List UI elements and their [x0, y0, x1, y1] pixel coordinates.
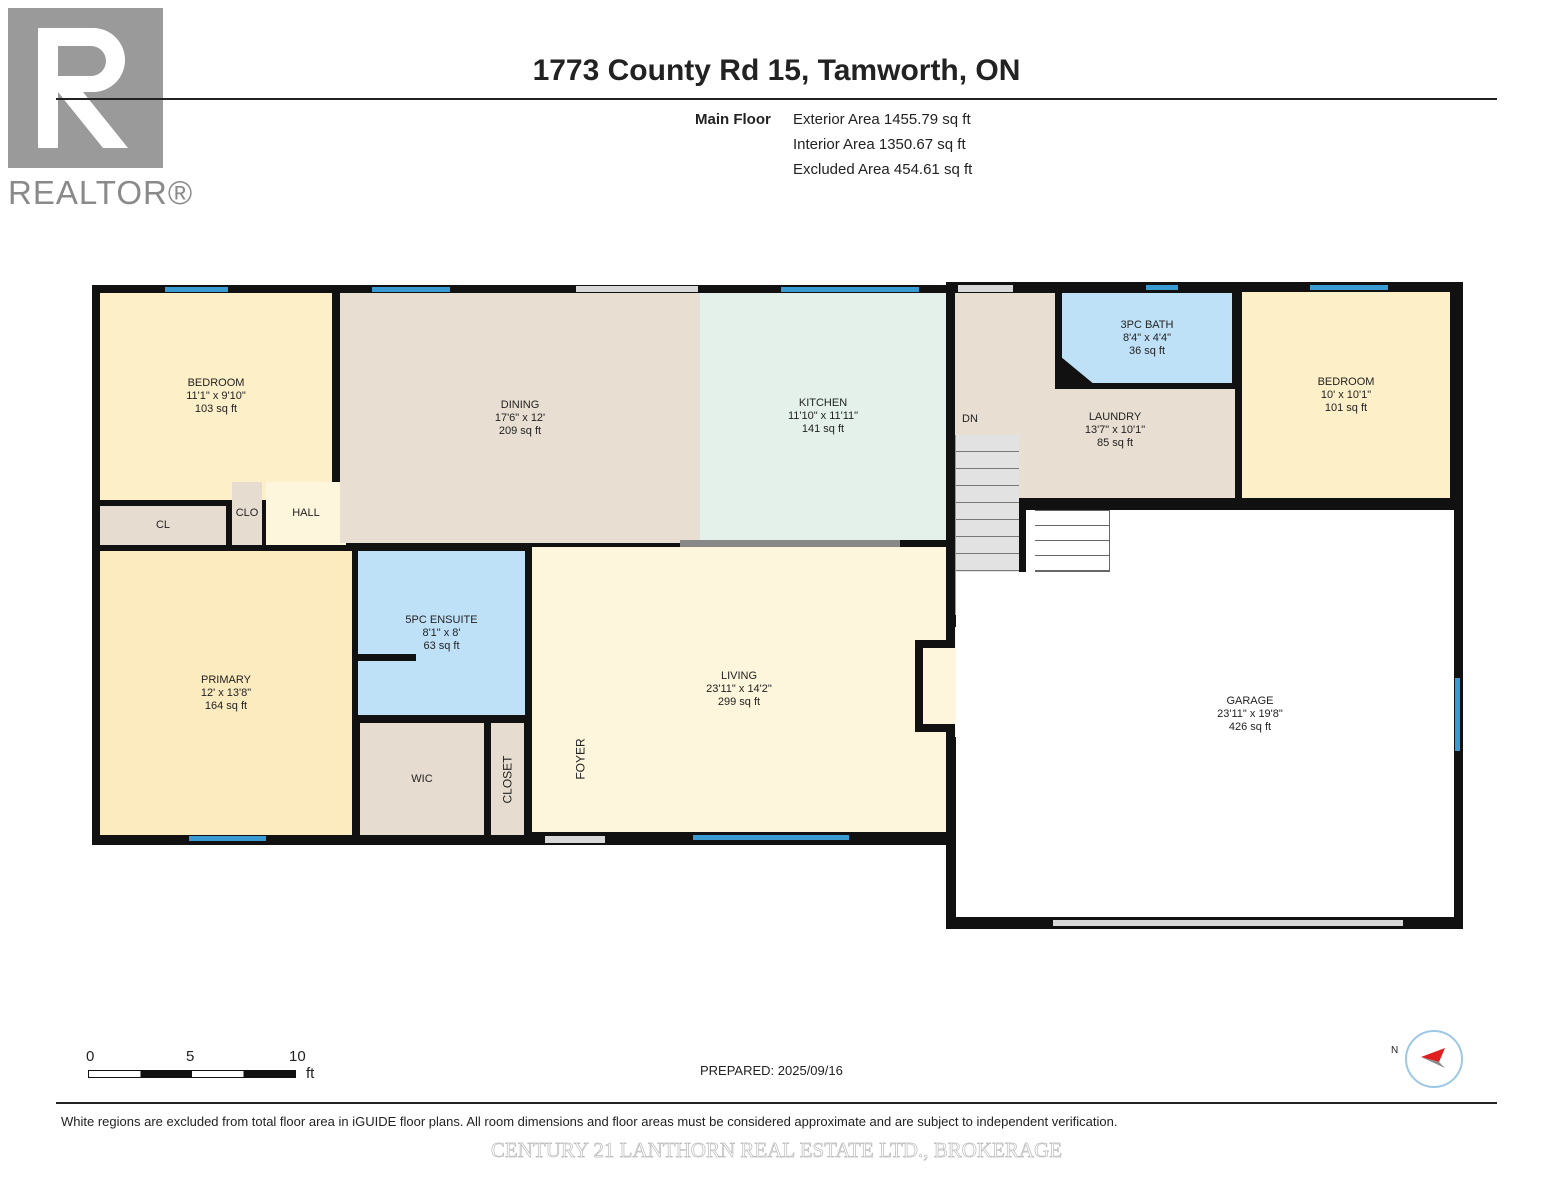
- room-5pc-ensuite: 5PC ENSUITE 8'1" x 8' 63 sq ft: [358, 551, 525, 715]
- room-dims: 8'4" x 4'4": [1122, 331, 1172, 344]
- scale-bar: [88, 1070, 296, 1078]
- room-clo: CLO: [232, 482, 262, 545]
- alcove-left: [923, 648, 955, 724]
- front-door[interactable]: [545, 836, 605, 843]
- room-cl: CL: [100, 506, 226, 545]
- room-area: 36 sq ft: [1128, 344, 1166, 357]
- room-area: 63 sq ft: [423, 639, 460, 652]
- compass-north-label: N: [1391, 1045, 1399, 1056]
- room-dims: 11'10" x 11'11": [787, 410, 859, 422]
- footer-divider: [56, 1102, 1497, 1104]
- room-area: 164 sq ft: [204, 699, 248, 712]
- realtor-logo-text: REALTOR®: [8, 174, 194, 211]
- floor-label: Main Floor: [695, 111, 771, 128]
- room-name: HALL: [292, 507, 320, 519]
- room-name: 5PC ENSUITE: [405, 613, 478, 626]
- room-area: 85 sq ft: [1096, 437, 1134, 449]
- room-name: CL: [155, 519, 171, 531]
- window: [693, 835, 849, 840]
- interior-area: Interior Area 1350.67 sq ft: [793, 136, 966, 153]
- room-dims: 13'7" x 10'1": [1084, 424, 1146, 436]
- side-door[interactable]: [958, 285, 1013, 292]
- room-name: DINING: [500, 398, 540, 411]
- room-area: 101 sq ft: [1324, 401, 1368, 414]
- garage-door[interactable]: [1053, 920, 1403, 926]
- scale-tick-10: 10: [289, 1048, 306, 1065]
- room-dims: 12' x 13'8": [200, 686, 252, 699]
- room-name: PRIMARY: [201, 673, 251, 686]
- room-dining: DINING 17'6" x 12' 209 sq ft: [340, 293, 700, 543]
- kitchen-counter: [680, 540, 900, 547]
- room-name: FOYER: [573, 738, 588, 780]
- room-3pc-bath: 3PC BATH 8'4" x 4'4" 36 sq ft: [1062, 293, 1232, 383]
- exterior-area: Exterior Area 1455.79 sq ft: [793, 111, 971, 128]
- room-dims: 17'6" x 12': [494, 411, 546, 424]
- window: [372, 287, 450, 292]
- window: [1146, 285, 1178, 290]
- room-garage-lower: GARAGE 23'11" x 19'8" 426 sq ft: [956, 572, 1454, 917]
- room-name: GARAGE: [1226, 695, 1274, 707]
- room-hall: HALL: [266, 482, 346, 545]
- window: [1310, 285, 1388, 290]
- room-name: LAUNDRY: [1088, 411, 1142, 423]
- prepared-date: PREPARED: 2025/09/16: [700, 1063, 843, 1078]
- room-primary: PRIMARY 12' x 13'8" 164 sq ft: [100, 551, 352, 835]
- room-bedroom-2: BEDROOM 10' x 10'1" 101 sq ft: [1242, 292, 1450, 498]
- room-dims: 23'11" x 14'2": [706, 683, 772, 695]
- room-area: 426 sq ft: [1228, 721, 1272, 733]
- room-closet: CLOSET: [491, 723, 524, 835]
- room-area: 209 sq ft: [498, 424, 542, 437]
- title-divider: [56, 98, 1497, 100]
- room-area: 141 sq ft: [801, 423, 845, 435]
- realtor-r-icon: [8, 8, 163, 168]
- realtor-logo: REALTOR®: [8, 8, 192, 211]
- room-name: 3PC BATH: [1120, 318, 1174, 331]
- window: [165, 287, 228, 292]
- brokerage-watermark: CENTURY 21 LANTHORN REAL ESTATE LTD., BR…: [490, 1138, 1063, 1163]
- window: [781, 287, 919, 292]
- disclaimer: White regions are excluded from total fl…: [61, 1114, 1118, 1129]
- ensuite-partition: [358, 654, 416, 661]
- room-dims: 11'1" x 9'10": [186, 390, 246, 402]
- scale-tick-0: 0: [86, 1048, 95, 1065]
- scale-tick-5: 5: [186, 1048, 195, 1065]
- stairs-down-label: DN: [962, 413, 978, 425]
- page-title: 1773 County Rd 15, Tamworth, ON: [532, 54, 1021, 87]
- excluded-area: Excluded Area 454.61 sq ft: [793, 161, 973, 178]
- sliding-door[interactable]: [576, 286, 698, 292]
- window: [1455, 678, 1460, 751]
- room-name: CLOSET: [500, 754, 515, 804]
- room-dims: 10' x 10'1": [1320, 388, 1372, 401]
- room-dims: 8'1" x 8': [422, 626, 461, 639]
- room-area: 299 sq ft: [717, 696, 761, 708]
- window: [189, 836, 266, 841]
- entry-steps-lines: [1035, 510, 1110, 572]
- scale-unit: ft: [306, 1065, 315, 1082]
- room-living: LIVING 23'11" x 14'2" 299 sq ft: [532, 547, 946, 832]
- room-dims: 23'11" x 19'8": [1217, 708, 1283, 720]
- room-name: BEDROOM: [1317, 375, 1375, 388]
- room-bedroom-1: BEDROOM 11'1" x 9'10" 103 sq ft: [100, 293, 332, 500]
- room-wic: WIC: [360, 723, 484, 835]
- room-name: CLO: [235, 507, 259, 519]
- room-kitchen: KITCHEN 11'10" x 11'11" 141 sq ft: [700, 293, 946, 540]
- room-area: 103 sq ft: [194, 403, 238, 415]
- room-name: KITCHEN: [798, 397, 848, 409]
- room-name: WIC: [411, 772, 433, 785]
- room-name: LIVING: [720, 670, 758, 682]
- foyer-label: FOYER: [560, 738, 601, 779]
- room-name: BEDROOM: [187, 377, 245, 389]
- compass-icon: [1405, 1030, 1463, 1088]
